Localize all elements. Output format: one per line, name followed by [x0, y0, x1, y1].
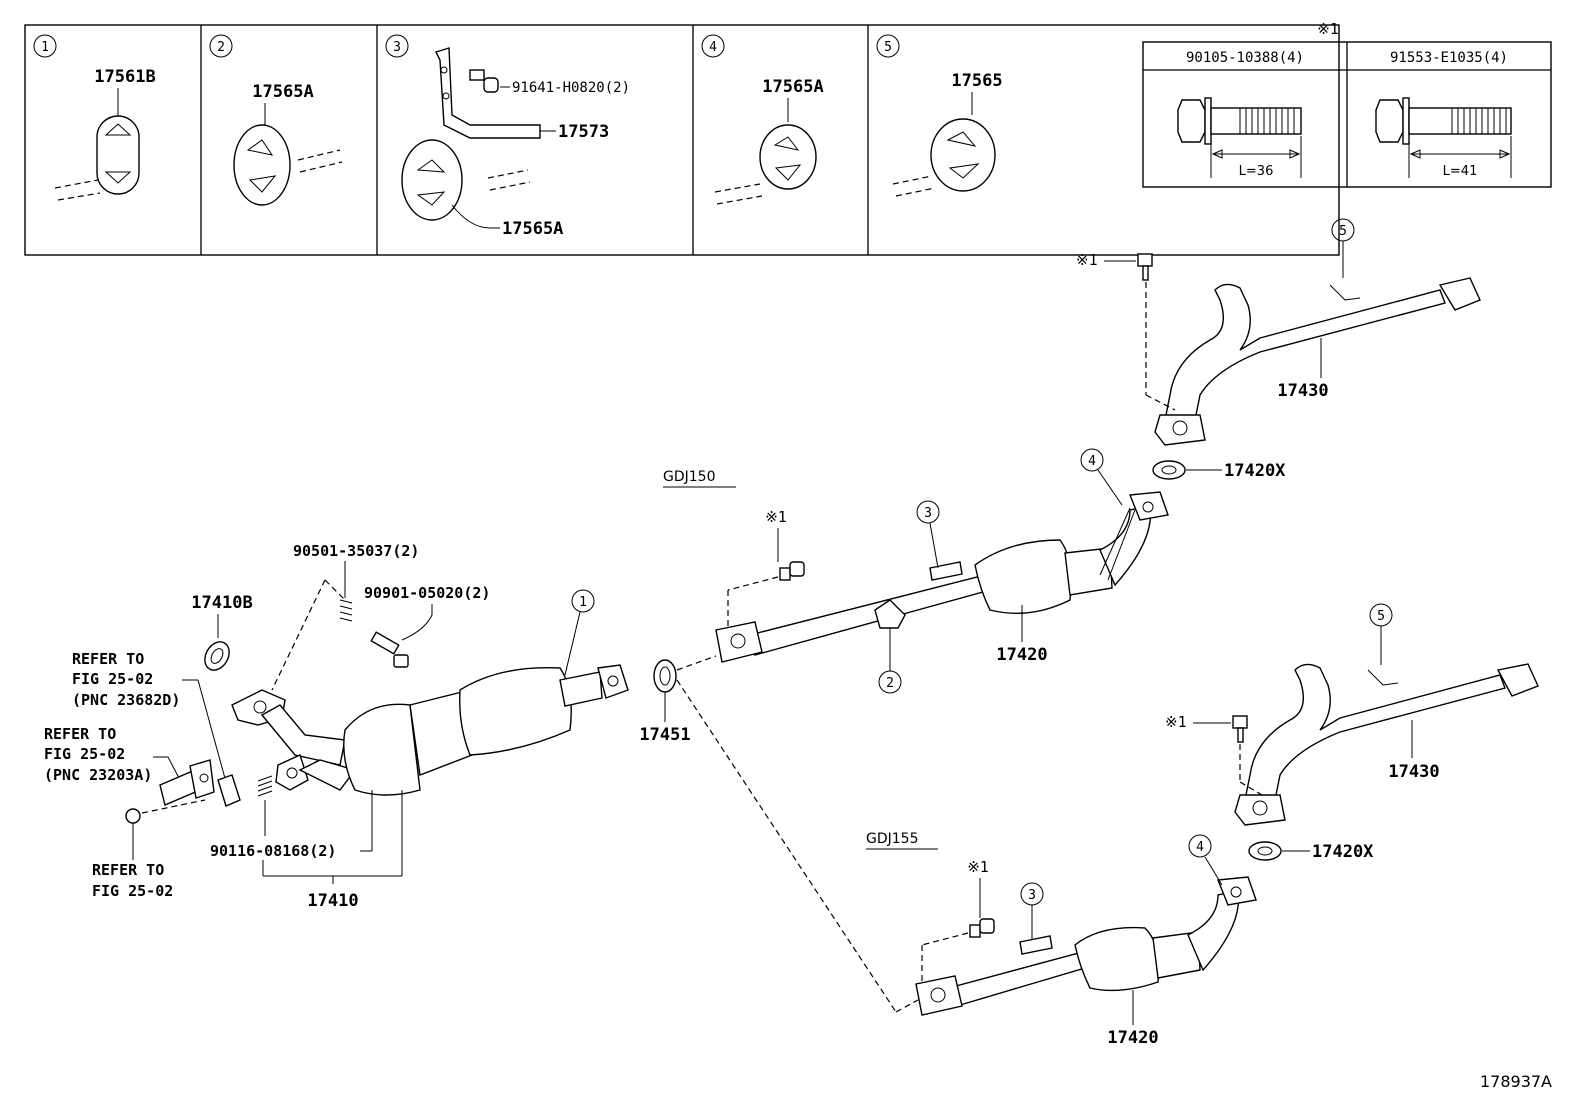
svg-text:3: 3 [924, 506, 932, 521]
connection-line [676, 679, 897, 1013]
bracket-part-number: 17573 [558, 122, 609, 142]
spring-part[interactable]: 90501-35037(2) [271, 542, 419, 691]
part-number: 17410B [191, 593, 252, 613]
part-number: 17565A [252, 82, 313, 102]
connection-line [676, 655, 717, 671]
bolt-length: L=36 [1239, 164, 1274, 179]
bolt-icon [1137, 253, 1153, 281]
reference-note-a: REFER TO FIG 25-02 (PNC 23682D) [72, 650, 241, 807]
svg-text:2: 2 [886, 676, 894, 691]
tail-pipe-upper[interactable]: 5 ※1 17430 [1076, 218, 1481, 446]
svg-text:REFER TO: REFER TO [44, 725, 116, 743]
svg-text:4: 4 [709, 40, 717, 55]
tail-pipe-lower[interactable]: 5 ※1 17430 [1165, 603, 1539, 826]
reference-note-b: REFER TO FIG 25-02 (PNC 23203A) [44, 725, 215, 806]
flange-bolt-icon: L=41 [1375, 97, 1512, 179]
svg-text:5: 5 [884, 40, 892, 55]
model-label-upper: GDJ150 [663, 469, 736, 488]
bolt-length: L=41 [1443, 164, 1478, 179]
center-gasket[interactable]: 17451 [639, 659, 691, 745]
panel-2[interactable]: 2 17565A [209, 34, 343, 206]
center-pipe-lower[interactable]: ※1 3 4 17420 [915, 834, 1257, 1048]
svg-text:FIG 25-02: FIG 25-02 [72, 670, 153, 688]
panel-1[interactable]: 1 17561B [33, 34, 156, 201]
part-number: 17410 [307, 891, 358, 911]
svg-text:5: 5 [1377, 609, 1385, 624]
mark-label: ※1 [1076, 251, 1098, 269]
part-number: 17565 [951, 71, 1002, 91]
bolt-icon [779, 561, 805, 581]
part-number: 90901-05020(2) [364, 584, 490, 602]
part-number: 17420X [1312, 842, 1374, 862]
svg-text:3: 3 [393, 40, 401, 55]
panel-index: 1 [41, 40, 49, 55]
svg-text:4: 4 [1088, 454, 1096, 469]
part-number: 17430 [1277, 381, 1328, 401]
mark-label: ※1 [967, 858, 989, 876]
svg-text:1: 1 [579, 595, 587, 610]
svg-text:(PNC 23203A): (PNC 23203A) [44, 766, 152, 784]
svg-text:FIG 25-02: FIG 25-02 [44, 745, 125, 763]
bolt-col-header: 91553-E1035(4) [1390, 50, 1508, 66]
stud-part[interactable]: 90116-08168(2) [210, 775, 373, 860]
bolt-icon [469, 69, 499, 93]
table-mark: ※1 [1317, 20, 1339, 38]
part-number: 90501-35037(2) [293, 542, 419, 560]
panel-5[interactable]: 5 17565 [876, 34, 1003, 197]
svg-text:FIG 25-02: FIG 25-02 [92, 882, 173, 900]
front-gasket[interactable]: 17410B [191, 593, 253, 674]
svg-text:REFER TO: REFER TO [72, 650, 144, 668]
tail-gasket-lower[interactable]: 17420X [1248, 841, 1374, 862]
svg-text:(PNC 23682D): (PNC 23682D) [72, 691, 180, 709]
svg-text:2: 2 [217, 40, 225, 55]
flange-bolt-icon: L=36 [1177, 97, 1302, 179]
bolt-icon [1232, 715, 1248, 743]
bolt-table: ※1 90105-10388(4) 91553-E1035(4) L=36 L=… [1142, 20, 1552, 188]
svg-text:REFER TO: REFER TO [92, 861, 164, 879]
insulator-part-number: 17565A [502, 219, 563, 239]
bolt-part[interactable]: 90901-05020(2) [364, 584, 490, 668]
bolt-part-number: 91641-H0820(2) [512, 80, 630, 96]
panel-3[interactable]: 3 91641-H0820(2) 17573 17565A [385, 34, 630, 239]
part-number: 17420 [996, 645, 1047, 665]
svg-text:GDJ150: GDJ150 [663, 469, 715, 485]
part-number: 17561B [94, 67, 155, 87]
panel-4[interactable]: 4 17565A [701, 34, 824, 205]
reference-note-c: REFER TO FIG 25-02 [92, 799, 206, 900]
part-number: 17451 [639, 725, 690, 745]
part-number: 17420X [1224, 461, 1286, 481]
figure-reference: 178937A [1480, 1072, 1552, 1091]
center-pipe-upper[interactable]: ※1 3 2 4 17420 [715, 448, 1169, 694]
front-pipe[interactable]: 1 [231, 589, 629, 796]
mark-label: ※1 [765, 508, 787, 526]
svg-text:GDJ155: GDJ155 [866, 831, 918, 847]
part-number: 17420 [1107, 1028, 1158, 1048]
part-number: 17565A [762, 77, 823, 97]
svg-text:5: 5 [1339, 224, 1347, 239]
bolt-col-header: 90105-10388(4) [1186, 50, 1304, 66]
svg-text:3: 3 [1028, 888, 1036, 903]
svg-text:4: 4 [1196, 840, 1204, 855]
part-number: 17430 [1388, 762, 1439, 782]
mark-label: ※1 [1165, 713, 1187, 731]
bolt-icon [969, 918, 995, 938]
tail-gasket-upper[interactable]: 17420X [1152, 460, 1286, 481]
front-pipe-callout: 17410 [262, 790, 403, 911]
part-number: 90116-08168(2) [210, 842, 336, 860]
hanger-panels: 1 17561B 2 17565A 3 [24, 24, 1340, 256]
connection-line [895, 999, 919, 1013]
model-label-lower: GDJ155 [866, 831, 938, 850]
